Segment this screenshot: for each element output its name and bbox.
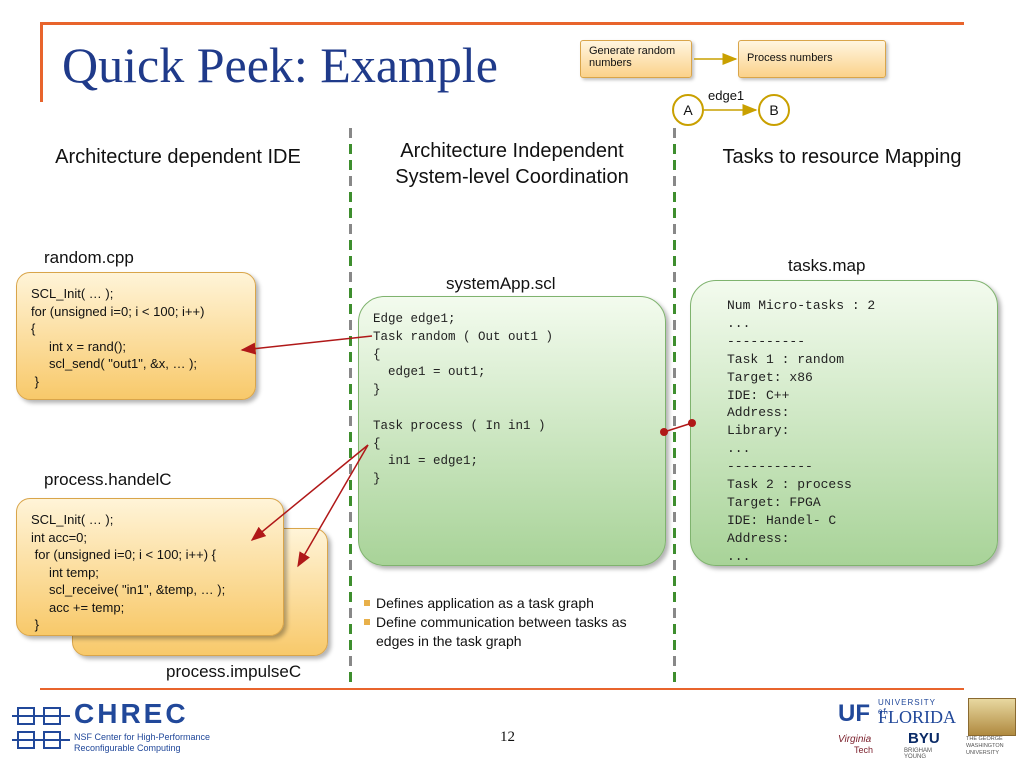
map-connector-dot-right: [688, 419, 696, 427]
uf-main: FLORIDA: [878, 707, 957, 727]
chrec-sub-line1: NSF Center for High-Performance: [74, 732, 211, 742]
gw-line3: UNIVERSITY: [966, 750, 1000, 756]
process-handelc-arrow: [250, 444, 369, 541]
vt-line1: Virginia: [838, 734, 872, 745]
process-numbers-label: Process numbers: [747, 52, 833, 64]
title-rule: [40, 22, 964, 25]
bullet-item: Define communication between tasks as ed…: [362, 613, 662, 651]
byu-name: BRIGHAM YOUNG: [904, 748, 933, 760]
middle-heading-line1: Architecture Independent: [400, 140, 624, 162]
random-cpp-code: SCL_Init( … ); for (unsigned i=0; i < 10…: [16, 272, 256, 400]
gw-portrait-icon: [968, 698, 1016, 736]
chrec-subtitle: NSF Center for High-Performance Reconfig…: [74, 732, 254, 754]
uf-mark: UF: [838, 700, 870, 727]
chrec-wordmark: CHREC: [74, 698, 189, 729]
process-handelc-label: process.handelC: [44, 470, 172, 489]
node-a: A: [672, 94, 704, 126]
map-connector-dot-left: [660, 428, 668, 436]
left-column-heading: Architecture dependent IDE: [55, 146, 301, 168]
uf-top: UNIVERSITY of: [878, 698, 936, 716]
divider-right: [673, 128, 676, 688]
generate-random-box: Generate random numbers: [580, 40, 692, 78]
footer-rule: [40, 688, 964, 690]
edge1-label: edge1: [708, 88, 745, 103]
middle-column-heading: Architecture Independent System-level Co…: [362, 138, 662, 190]
systemapp-scl-label: systemApp.scl: [446, 274, 556, 293]
bullet-item: Defines application as a task graph: [362, 594, 662, 613]
gw-line1: THE GEORGE: [966, 736, 1003, 742]
node-b: B: [758, 94, 790, 126]
byu-mark: BYU: [908, 730, 940, 747]
bullet-list: Defines application as a task graph Defi…: [362, 594, 662, 651]
right-column-heading: Tasks to resource Mapping: [722, 146, 962, 168]
tasks-map-label: tasks.map: [788, 256, 866, 275]
divider-left: [349, 128, 352, 688]
map-connector: [663, 422, 693, 433]
process-impulsec-label: process.impulseC: [166, 662, 302, 681]
gw-name: THE GEORGE WASHINGTON UNIVERSITY: [966, 736, 1004, 757]
process-impulsec-arrow: [297, 444, 369, 568]
middle-heading-line2: System-level Coordination: [395, 166, 629, 188]
generate-random-label: Generate random numbers: [589, 45, 676, 69]
random-cpp-label: random.cpp: [44, 248, 134, 267]
vt-line2: Tech: [854, 745, 874, 755]
tasks-map-code: Num Micro-tasks : 2 ... ---------- Task …: [690, 280, 998, 566]
chrec-sub-line2: Reconfigurable Computing: [74, 743, 181, 753]
process-handelc-code: SCL_Init( … ); int acc=0; for (unsigned …: [16, 498, 284, 636]
random-arrow: [240, 335, 373, 355]
process-numbers-box: Process numbers: [738, 40, 886, 78]
chrec-circuit-icon: [12, 707, 70, 749]
title-rule-left: [40, 22, 43, 102]
gw-line2: WASHINGTON: [966, 743, 1004, 749]
page-number: 12: [500, 729, 515, 745]
slide-title: Quick Peek: Example: [62, 37, 498, 93]
